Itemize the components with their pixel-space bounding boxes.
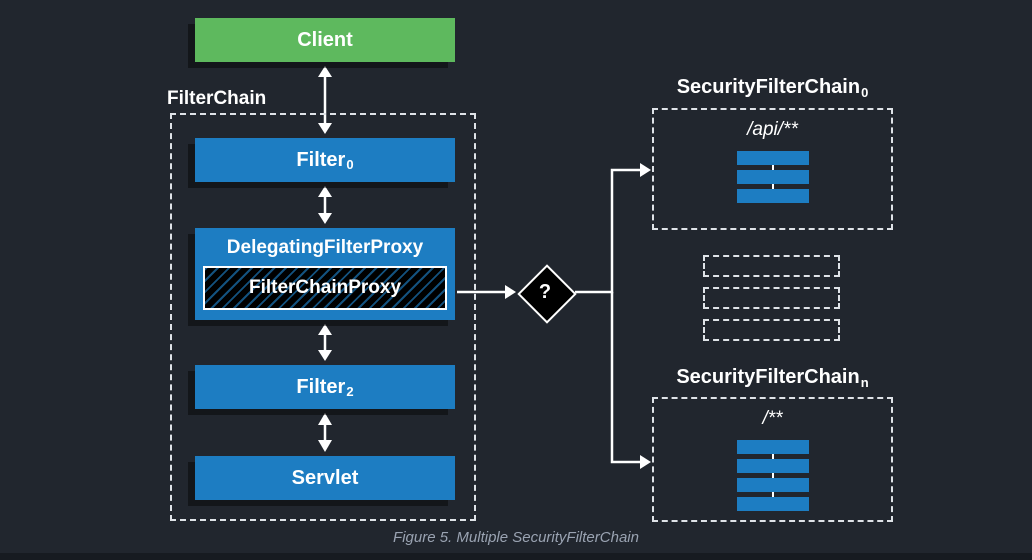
security-filter-chainN-pattern: /**	[762, 408, 783, 429]
filter-bar	[736, 459, 809, 473]
filter2-label: Filter	[296, 375, 346, 398]
security-filter-chain0-box: /api/**	[652, 108, 893, 230]
placeholder-slot	[703, 255, 840, 277]
security-filter-chain0-title-text: SecurityFilterChain	[676, 76, 861, 98]
security-filter-chain0-filters	[736, 151, 809, 203]
security-filter-chainN-title: SecurityFilterChainn	[652, 366, 893, 390]
security-filter-chain0-pattern: /api/**	[747, 119, 798, 140]
security-filter-chain0-subscript: 0	[861, 85, 869, 100]
placeholder-slot	[703, 287, 840, 309]
filter-bar	[736, 151, 809, 165]
filter2-subscript: 2	[346, 383, 354, 399]
placeholder-slot	[703, 319, 840, 341]
filter-bar	[736, 170, 809, 184]
figure-caption: Figure 5. Multiple SecurityFilterChain	[393, 529, 639, 546]
arrow-decision-bottomchain	[610, 292, 651, 469]
filter-chain-proxy-box: FilterChainProxy	[203, 266, 447, 310]
client-box: Client	[195, 18, 455, 62]
client-label: Client	[297, 28, 353, 51]
security-filter-chain0-title: SecurityFilterChain0	[652, 76, 893, 100]
security-filter-chainN-box: /**	[652, 397, 893, 522]
security-filter-chainN-subscript: n	[860, 375, 869, 390]
filter-bar	[736, 189, 809, 203]
filterchain-label: FilterChain	[167, 88, 267, 109]
security-filter-chainN-title-text: SecurityFilterChain	[676, 366, 860, 388]
delegating-filter-proxy-label: DelegatingFilterProxy	[226, 237, 424, 258]
decision-label: ?	[538, 280, 552, 303]
filter-bar	[736, 497, 809, 511]
delegating-filter-proxy-box: DelegatingFilterProxy FilterChainProxy	[195, 228, 455, 320]
chain-placeholder-slots	[703, 255, 840, 341]
decision-diamond: ?	[517, 264, 577, 324]
filter-bar	[736, 478, 809, 492]
filterchain-container	[170, 113, 476, 521]
filter-bar	[736, 440, 809, 454]
arrow-decision-topchain	[575, 163, 651, 294]
filter0-subscript: 0	[346, 156, 354, 172]
servlet-box: Servlet	[195, 456, 455, 500]
bottom-edge	[0, 553, 1032, 560]
security-filter-chainN-filters	[736, 440, 809, 511]
servlet-label: Servlet	[291, 466, 359, 489]
filter-chain-proxy-label: FilterChainProxy	[248, 277, 402, 298]
filter0-label: Filter	[296, 148, 346, 171]
